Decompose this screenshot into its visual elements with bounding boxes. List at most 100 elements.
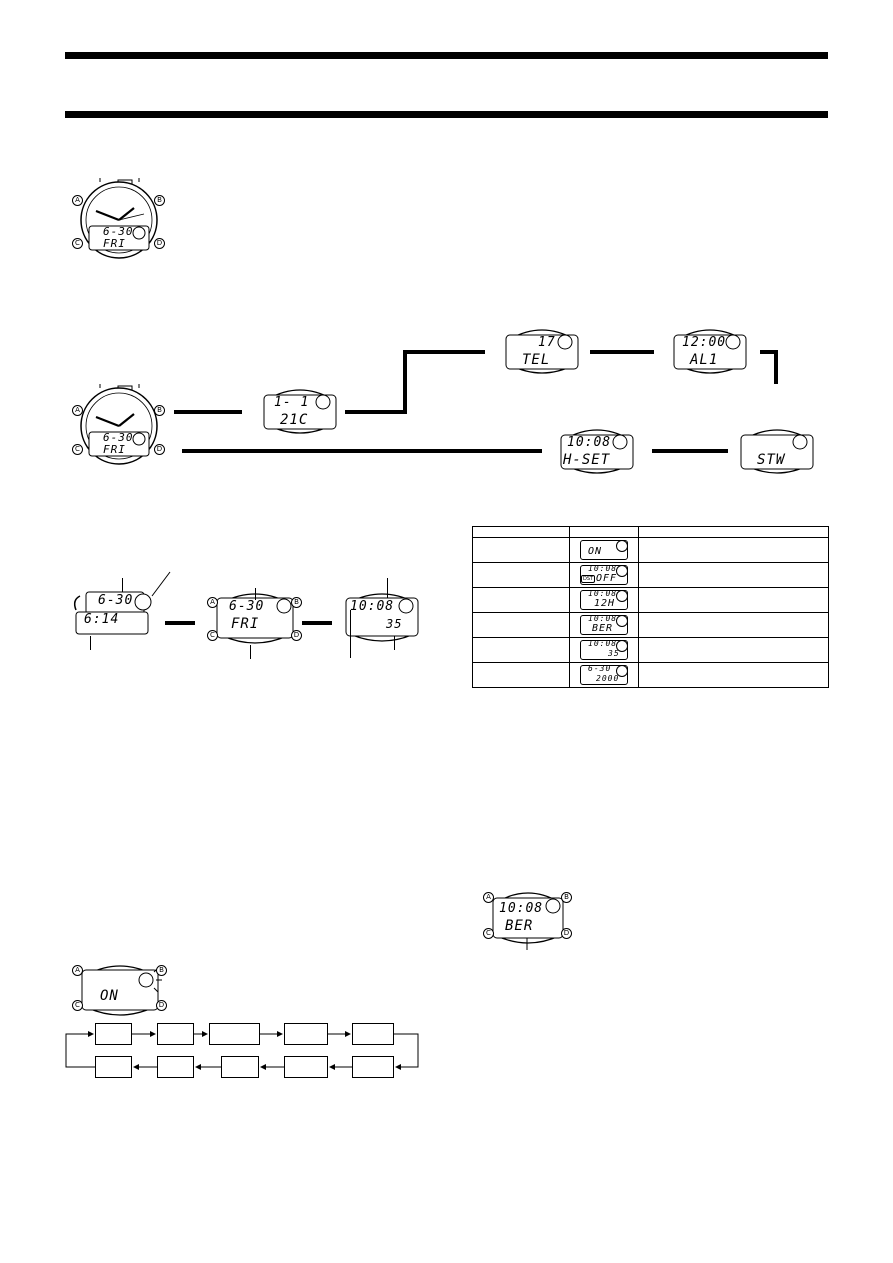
flow-connector [403, 350, 485, 354]
lcd-bottom: BER [505, 918, 534, 934]
cycle-box [209, 1023, 260, 1045]
cycle-box [95, 1056, 132, 1078]
lcd-bottom: H-SET [563, 452, 611, 468]
table-header-cell [569, 526, 639, 538]
button-b-icon: B [291, 597, 302, 608]
digital-display-frame [560, 429, 634, 474]
lcd-top: 10:08 [588, 614, 618, 623]
table-row: 10:08 12H [472, 587, 829, 613]
lcd-date: 6-30 [103, 225, 134, 238]
button-b-icon: B [561, 892, 572, 903]
button-b-icon: B [156, 965, 167, 976]
table-row: 10:08 BER [472, 612, 829, 638]
lcd-bottom: FRI [231, 616, 260, 632]
button-b-icon: B [154, 405, 165, 416]
lcd-bottom: 35 [386, 617, 403, 631]
timekeeping-screen-3: 10:08 35 [340, 590, 424, 642]
lcd-bottom: ON [100, 988, 119, 1004]
pointer-line [255, 588, 256, 600]
flow-connector [590, 350, 654, 354]
alarm-screen: 12:00 AL1 [668, 325, 752, 377]
lcd-bottom: ON [588, 546, 603, 557]
thermo-screen: 1- 1 21C [258, 385, 342, 437]
top-analog-watch: A B C D 6-30 FRI [72, 178, 167, 260]
ber-watch: A B C D 10:08 BER [483, 888, 573, 952]
flow-connector [403, 350, 407, 414]
button-d-icon: D [291, 630, 302, 641]
watch-case-drawing [80, 384, 158, 465]
dst-tag: DST [581, 575, 596, 583]
lcd-bottom: STW [757, 452, 786, 468]
digital-display-frame [492, 892, 564, 950]
timekeeping-screen-2: A B C D 6-30 FRI [207, 590, 303, 646]
cycle-box [352, 1056, 394, 1078]
timekeeping-screen-1: 6-30 6:14 [72, 590, 162, 636]
lcd-top: 17 [538, 335, 556, 350]
pointer-line-diagonal [151, 571, 171, 597]
lcd-cell: 6-30 2000 [569, 662, 639, 688]
lcd-top: 6-30 [98, 593, 134, 608]
digital-display-frame [263, 389, 337, 434]
digital-display-frame [81, 965, 162, 1016]
button-a-icon: A [72, 965, 83, 976]
button-a-icon: A [72, 405, 83, 416]
watch-case-drawing [80, 178, 158, 259]
flow-connector [345, 410, 407, 414]
telememo-screen: 17 TEL [500, 325, 584, 377]
pointer-line [387, 578, 388, 598]
digital-display-frame [73, 591, 152, 635]
lcd-bottom: TEL [522, 352, 551, 368]
lcd-bottom: 12H [594, 598, 616, 609]
digital-display-frame [505, 329, 579, 374]
button-d-icon: D [154, 238, 165, 249]
flow-connector [182, 449, 542, 453]
flow-connector [652, 449, 728, 453]
lcd-top: 10:08 [350, 599, 395, 614]
lcd-top: 6-30 [588, 664, 612, 673]
button-b-icon: B [154, 195, 165, 206]
flow-connector [760, 350, 778, 354]
lcd-day: FRI [103, 443, 126, 456]
lcd-top: 10:08 [499, 901, 544, 916]
second-rule [65, 111, 828, 118]
lcd-date: 6-30 [103, 431, 134, 444]
lcd-top: 1- 1 [274, 395, 310, 410]
button-a-icon: A [483, 892, 494, 903]
button-c-icon: C [72, 444, 83, 455]
button-d-icon: D [156, 1000, 167, 1011]
lcd-cell: 10:08 35 [569, 637, 639, 663]
lcd-top: 10:08 [588, 564, 618, 573]
lcd-bottom: 2000 [596, 674, 620, 683]
flow-analog-watch: A B C D 6-30 FRI [72, 384, 167, 466]
pointer-line [122, 578, 123, 592]
button-c-icon: C [72, 1000, 83, 1011]
lcd-top: 10:08 [588, 639, 618, 648]
cycle-box [95, 1023, 132, 1045]
lcd-cell: 10:08 BER [569, 612, 639, 638]
lcd-bottom: OFF [596, 573, 618, 584]
flow-connector [774, 350, 778, 384]
lcd-bottom: BER [592, 623, 614, 634]
lcd-cell: 10:08 12H [569, 587, 639, 613]
setting-watch: A B C D ON [72, 962, 168, 1018]
button-d-icon: D [561, 928, 572, 939]
lcd-day: FRI [103, 237, 126, 250]
digital-display-frame [345, 593, 419, 642]
settings-table: ON 10:08 DST OFF 10:08 12H [472, 526, 829, 688]
lcd-top: 10:08 [567, 435, 612, 450]
button-a-icon: A [207, 597, 218, 608]
cycle-box [221, 1056, 259, 1078]
flow-connector [174, 410, 242, 414]
cycle-box [157, 1023, 194, 1045]
button-c-icon: C [483, 928, 494, 939]
lcd-cell: 10:08 DST OFF [569, 562, 639, 588]
pointer-line [90, 636, 91, 650]
digital-display-frame [673, 329, 747, 374]
lcd-bottom: 6:14 [84, 612, 120, 627]
table-header-cell [638, 526, 829, 538]
button-c-icon: C [72, 238, 83, 249]
lcd-bottom: AL1 [690, 352, 719, 368]
table-row: ON [472, 537, 829, 563]
lcd-bottom: 21C [280, 412, 309, 428]
hand-set-screen: 10:08 H-SET [555, 425, 639, 477]
